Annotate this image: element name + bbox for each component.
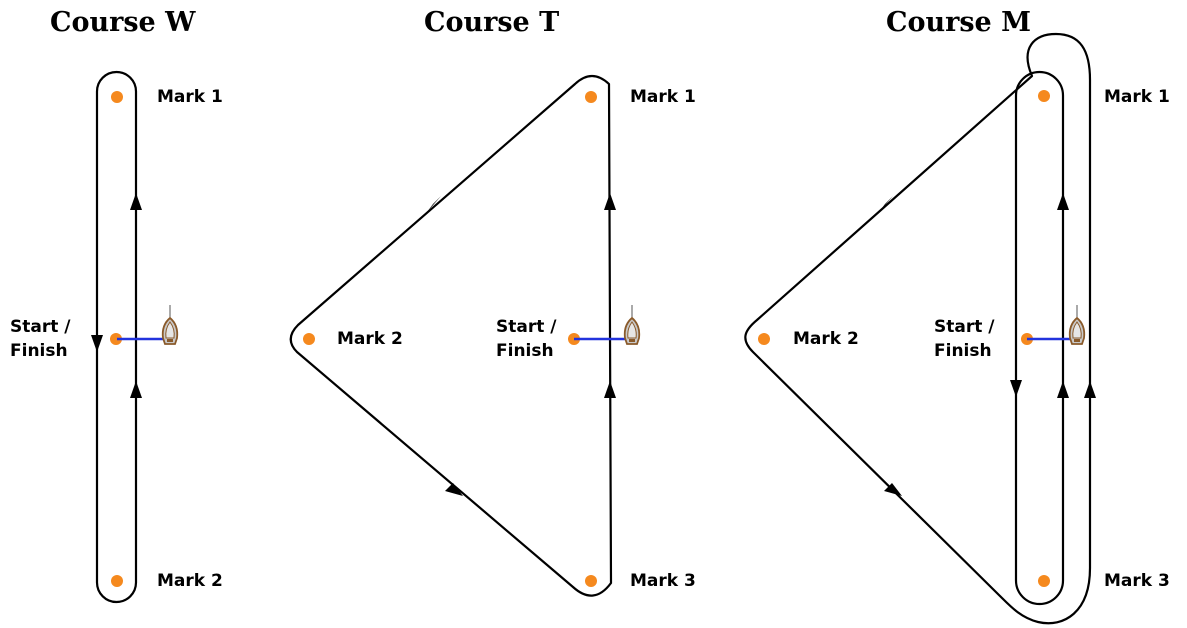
buoy-icon bbox=[110, 333, 122, 345]
buoy-icon bbox=[111, 91, 123, 103]
sailboat-icon bbox=[623, 304, 641, 345]
course-t-start-label: Start / bbox=[496, 317, 557, 337]
arrow-icon bbox=[1057, 381, 1069, 398]
buoy-icon bbox=[1038, 575, 1050, 587]
course-w-mark2-label: Mark 2 bbox=[157, 571, 223, 591]
course-w-finish-label: Finish bbox=[10, 341, 68, 361]
arrow-icon bbox=[884, 483, 902, 496]
course-w-title: Course W bbox=[50, 7, 196, 38]
course-m-title: Course M bbox=[886, 7, 1031, 38]
course-t-mark2-label: Mark 2 bbox=[337, 329, 403, 349]
arrow-icon bbox=[445, 483, 463, 496]
buoy-icon bbox=[758, 333, 770, 345]
course-w-mark1-label: Mark 1 bbox=[157, 87, 223, 107]
course-t-route bbox=[289, 74, 613, 597]
buoy-icon bbox=[303, 333, 315, 345]
arrow-icon bbox=[604, 381, 616, 398]
arrow-icon bbox=[130, 193, 142, 210]
arrow-icon bbox=[1057, 193, 1069, 210]
course-m-finish-label: Finish bbox=[934, 341, 992, 361]
buoy-icon bbox=[1038, 90, 1050, 102]
course-m-start-label: Start / bbox=[934, 317, 995, 337]
arrow-icon bbox=[604, 193, 616, 210]
course-m-mark3-label: Mark 3 bbox=[1104, 571, 1170, 591]
course-m-outer-route bbox=[744, 32, 1092, 625]
arrow-icon bbox=[427, 196, 441, 212]
arrow-icon bbox=[1010, 380, 1022, 397]
course-t: Course T Mark 1 Mark 2 Mark 3 Start / Fi… bbox=[289, 7, 696, 597]
course-t-mark3-label: Mark 3 bbox=[630, 571, 696, 591]
course-t-mark1-label: Mark 1 bbox=[630, 87, 696, 107]
course-m-mark2-label: Mark 2 bbox=[793, 329, 859, 349]
arrow-icon bbox=[879, 196, 893, 212]
course-t-finish-label: Finish bbox=[496, 341, 554, 361]
sailboat-icon bbox=[161, 304, 179, 345]
course-m-mark1-label: Mark 1 bbox=[1104, 87, 1170, 107]
buoy-icon bbox=[585, 91, 597, 103]
arrow-icon bbox=[91, 335, 103, 352]
buoy-icon bbox=[585, 575, 597, 587]
course-t-title: Course T bbox=[424, 7, 559, 38]
course-m: Course M Mark 1 Mark 2 Mark 3 Start / Fi… bbox=[744, 7, 1170, 625]
course-w: Course W Mark 1 Mark 2 Start / Finish bbox=[10, 7, 223, 604]
arrow-icon bbox=[1084, 381, 1096, 398]
buoy-icon bbox=[111, 575, 123, 587]
course-w-start-label: Start / bbox=[10, 317, 71, 337]
arrow-icon bbox=[130, 381, 142, 398]
sailboat-icon bbox=[1068, 304, 1086, 345]
